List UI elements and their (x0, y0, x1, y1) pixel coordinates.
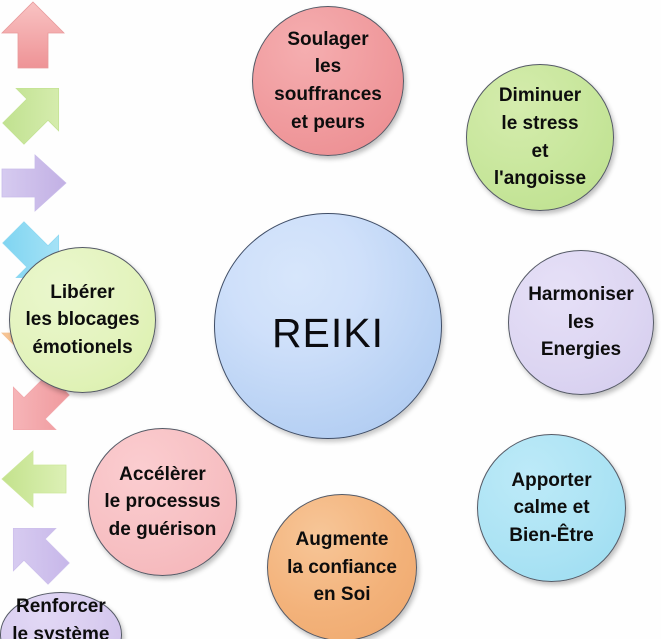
arrow-up-icon (0, 0, 661, 75)
node-augmente-confiance-label: Augmente la confiance en Soi (287, 529, 397, 606)
node-accelerer-guerison-label: Accélèrer le processus de guérison (104, 463, 221, 540)
node-apporter-calme-label: Apporter calme et Bien-Être (509, 469, 594, 546)
node-apporter-calme[interactable]: Apporter calme et Bien-Être (477, 434, 626, 582)
node-accelerer-guerison[interactable]: Accélèrer le processus de guérison (88, 428, 237, 576)
center-node-label: Reiki (271, 295, 385, 360)
node-harmoniser-label: Harmoniser les Energies (528, 284, 634, 361)
node-harmoniser[interactable]: Harmoniser les Energies (508, 250, 654, 395)
arrow-left-icon (0, 448, 661, 515)
node-soulager[interactable]: Soulager les souffrances et peurs (252, 6, 404, 156)
arrow-right-icon (0, 152, 661, 219)
node-soulager-label: Soulager les souffrances et peurs (274, 28, 382, 133)
node-liberer-blocages-label: Libérer les blocages émotionels (25, 281, 140, 358)
arrow-up-right-icon (0, 75, 661, 152)
node-liberer-blocages[interactable]: Libérer les blocages émotionels (9, 247, 156, 393)
arrow-up-left-icon (0, 515, 661, 592)
node-renforcer-immunitaire-label: Renforcer le système immunitaire (12, 596, 110, 639)
node-augmente-confiance[interactable]: Augmente la confiance en Soi (267, 494, 417, 639)
node-renforcer-immunitaire[interactable]: Renforcer le système immunitaire (0, 592, 122, 639)
center-node-reiki: Reiki (214, 213, 442, 439)
node-diminuer-stress-label: Diminuer le stress et l'angoisse (493, 85, 587, 190)
node-diminuer-stress[interactable]: Diminuer le stress et l'angoisse (466, 64, 614, 211)
